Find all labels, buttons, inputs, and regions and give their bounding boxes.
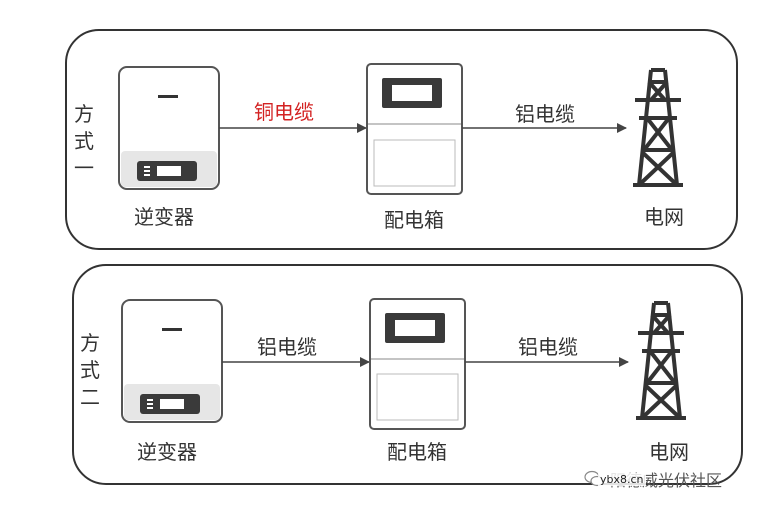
inverter-icon [121, 299, 223, 423]
inverter-label: 逆变器 [134, 205, 194, 229]
scheme-1-panel [65, 29, 738, 250]
scheme-1-title: 方 式 一 [72, 101, 96, 182]
watermark-subtext: ybx8.cn [598, 473, 646, 486]
power-tower-icon [636, 301, 686, 420]
scheme-2-title-char: 二 [80, 385, 100, 409]
cable-2-label: 铝电缆 [515, 102, 575, 126]
distribution-box-icon [366, 63, 463, 195]
power-tower-icon [633, 68, 683, 187]
inverter-icon [118, 66, 220, 190]
distribution-box-label: 配电箱 [387, 440, 447, 464]
scheme-1-title-char: 方 [74, 102, 94, 126]
distribution-box-label: 配电箱 [384, 208, 444, 232]
scheme-2-title-char: 方 [80, 331, 100, 355]
cable-4-label: 铝电缆 [518, 335, 578, 359]
scheme-2-title-char: 式 [80, 358, 100, 382]
scheme-1-title-char: 式 [74, 129, 94, 153]
grid-label: 电网 [649, 440, 689, 464]
distribution-box-icon [369, 298, 466, 430]
scheme-2-panel [72, 264, 743, 485]
scheme-1-title-char: 一 [74, 156, 94, 180]
cable-1-label: 铜电缆 [254, 100, 314, 124]
scheme-2-title: 方 式 二 [78, 330, 102, 411]
grid-label: 电网 [644, 205, 684, 229]
inverter-label: 逆变器 [137, 440, 197, 464]
cable-3-label: 铝电缆 [257, 335, 317, 359]
